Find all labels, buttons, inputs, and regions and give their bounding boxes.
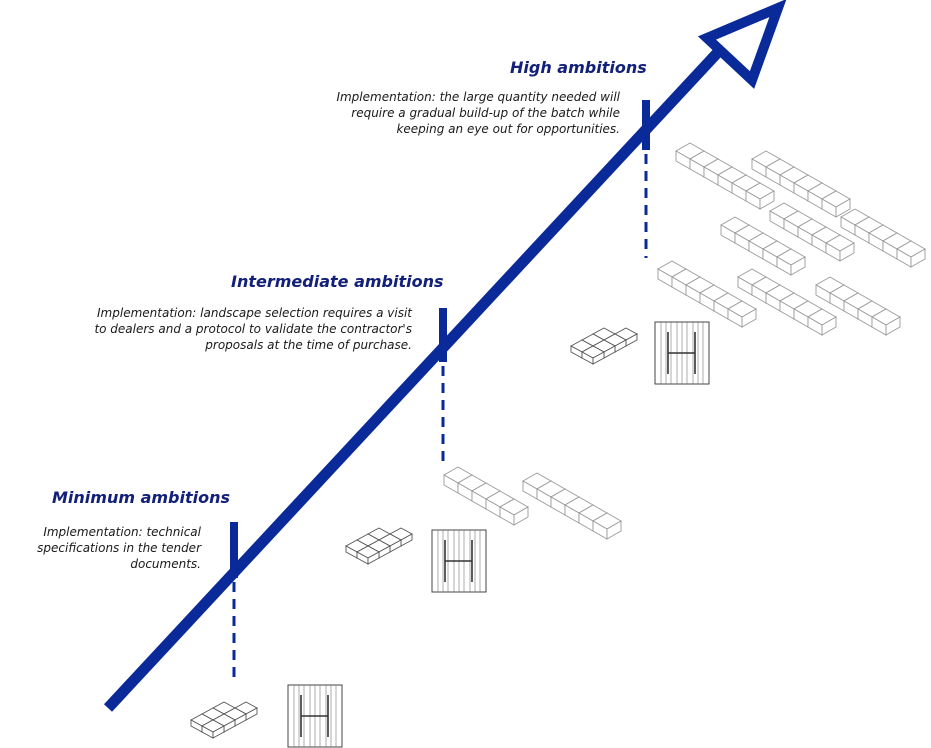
stone-block-row-icon [840,208,926,268]
description-line: proposals at the time of purchase. [205,338,412,352]
minimum-ambitions-description: Implementation: technical specifications… [37,524,201,572]
dashed-guides [232,154,648,682]
description-line: Implementation: landscape selection requ… [97,306,412,320]
high-ambitions-description: Implementation: the large quantity neede… [336,89,620,137]
stone-block-row-icon [751,150,851,218]
wood-panel-icon [431,529,487,593]
wood-panel-icon [287,684,343,748]
description-line: to dealers and a protocol to validate th… [94,322,412,336]
description-line: Implementation: the large quantity neede… [336,90,620,104]
stone-block-row-icon [522,472,622,540]
wood-panel-icon [654,321,710,385]
stone-block-row-icon [737,268,837,336]
description-line: documents. [130,557,201,571]
high-ambitions-title: High ambitions [510,58,647,77]
intermediate-ambitions-title: Intermediate ambitions [231,272,444,291]
growth-arrow-icon [103,0,787,712]
stone-block-row-icon [657,260,757,328]
stone-block-row-icon [675,142,775,210]
minimum-ambitions-title: Minimum ambitions [52,488,231,507]
paving-cluster-icon [191,702,257,738]
paving-cluster-icon [571,328,637,364]
description-line: require a gradual build-up of the batch … [351,106,620,120]
level-markers [230,100,650,578]
description-line: keeping an eye out for opportunities. [396,122,620,136]
intermediate-ambitions-description: Implementation: landscape selection requ… [94,305,412,353]
description-line: specifications in the tender [37,541,201,555]
description-line: Implementation: technical [43,525,201,539]
stone-block-row-icon [443,466,529,526]
paving-cluster-icon [346,528,412,564]
